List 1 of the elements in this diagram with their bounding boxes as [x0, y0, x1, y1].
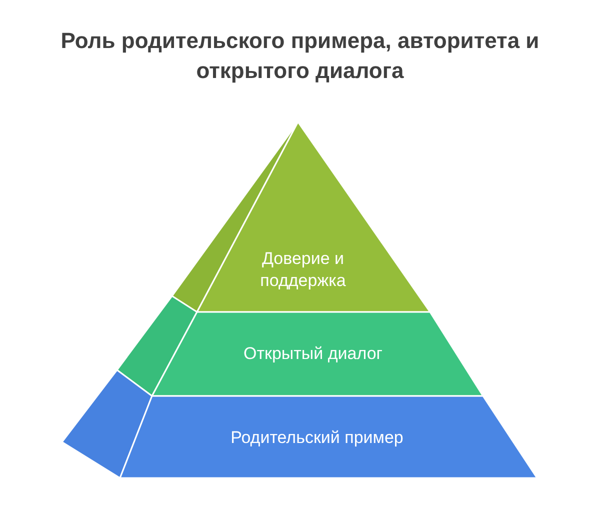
diagram-title: Роль родительского примера, авторитета и открытого диалога [60, 27, 540, 85]
